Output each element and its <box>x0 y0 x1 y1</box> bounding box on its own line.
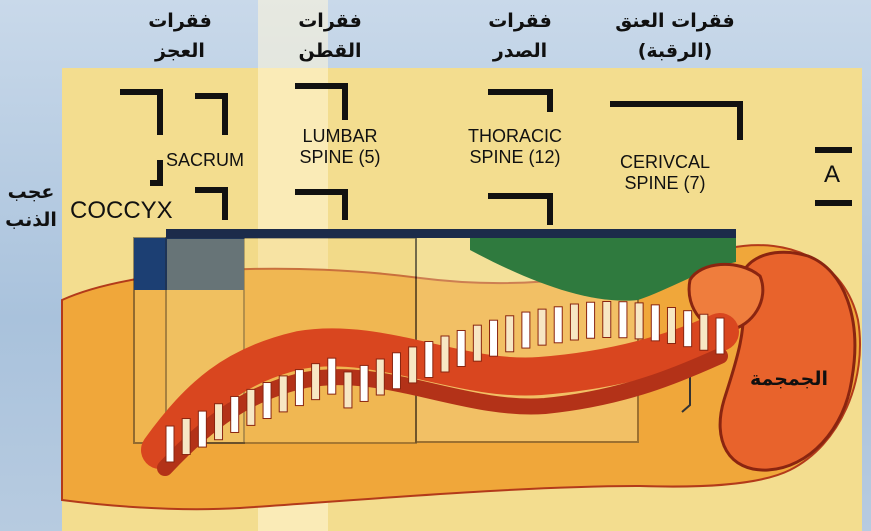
thoracic-english-line-1: THORACIC <box>450 126 580 147</box>
vertebra <box>716 318 724 354</box>
cervical-english-line-2: SPINE (7) <box>600 173 730 194</box>
vertebra <box>247 389 255 425</box>
cervical-arabic-label: فقرات العنق (الرقبة) <box>600 6 750 66</box>
vertebra <box>667 308 675 344</box>
vertebra <box>651 305 659 341</box>
marker-a-label: A <box>814 164 850 185</box>
vertebra <box>409 347 417 383</box>
vertebra <box>295 370 303 406</box>
vertebra <box>587 302 595 338</box>
vertebra <box>279 376 287 412</box>
vertebra <box>619 302 627 338</box>
vertebra <box>570 304 578 340</box>
sacrum-english-label: SACRUM <box>150 150 260 171</box>
lumbar-english-line-1: LUMBAR <box>285 126 395 147</box>
vertebra <box>554 307 562 343</box>
thoracic-arabic-line-2: الصدر <box>480 36 560 66</box>
vertebra <box>344 372 352 408</box>
lumbar-english-label: LUMBAR SPINE (5) <box>285 126 395 168</box>
vertebra <box>328 358 336 394</box>
thoracic-english-label: THORACIC SPINE (12) <box>450 126 580 168</box>
vertebra <box>490 320 498 356</box>
lumbar-arabic-line-1: فقرات <box>290 6 370 36</box>
cervical-arabic-line-1: فقرات العنق <box>600 6 750 36</box>
vertebra <box>392 353 400 389</box>
lumbar-arabic-line-2: القطن <box>290 36 370 66</box>
vertebra <box>538 309 546 345</box>
sacrum-arabic-line-1: فقرات <box>140 6 220 36</box>
vertebra <box>263 383 271 419</box>
vertebra <box>522 312 530 348</box>
vertebra <box>457 330 465 366</box>
sacrum-arabic-line-2: العجز <box>140 36 220 66</box>
thoracic-arabic-label: فقرات الصدر <box>480 6 560 66</box>
cervical-english-label: CERIVCAL SPINE (7) <box>600 152 730 194</box>
vertebra <box>166 426 174 462</box>
coccyx-arabic-label: عجب الذنب <box>0 178 62 234</box>
vertebra <box>182 419 190 455</box>
cervical-english-line-1: CERIVCAL <box>600 152 730 173</box>
vertebra <box>635 303 643 339</box>
skull-arabic-label: الجمجمة <box>730 364 848 394</box>
vertebra <box>700 314 708 350</box>
lumbar-english-line-2: SPINE (5) <box>285 147 395 168</box>
vertebra <box>473 325 481 361</box>
coccyx-english-label: COCCYX <box>70 200 200 221</box>
vertebra <box>684 311 692 347</box>
thoracic-arabic-line-1: فقرات <box>480 6 560 36</box>
coccyx-arabic-line-1: عجب <box>0 178 62 206</box>
vertebra <box>198 411 206 447</box>
vertebra <box>360 365 368 401</box>
thoracic-english-line-2: SPINE (12) <box>450 147 580 168</box>
cervical-arabic-line-2: (الرقبة) <box>600 36 750 66</box>
sacrum-arabic-label: فقرات العجز <box>140 6 220 66</box>
vertebra <box>215 404 223 440</box>
coccyx-arabic-line-2: الذنب <box>0 206 62 234</box>
vertebra <box>312 364 320 400</box>
vertebra <box>425 342 433 378</box>
lumbar-arabic-label: فقرات القطن <box>290 6 370 66</box>
vertebra <box>506 316 514 352</box>
vertebra <box>376 359 384 395</box>
vertebra <box>441 336 449 372</box>
top-border-bar <box>166 229 736 238</box>
vertebra <box>603 301 611 337</box>
vertebra <box>231 396 239 432</box>
